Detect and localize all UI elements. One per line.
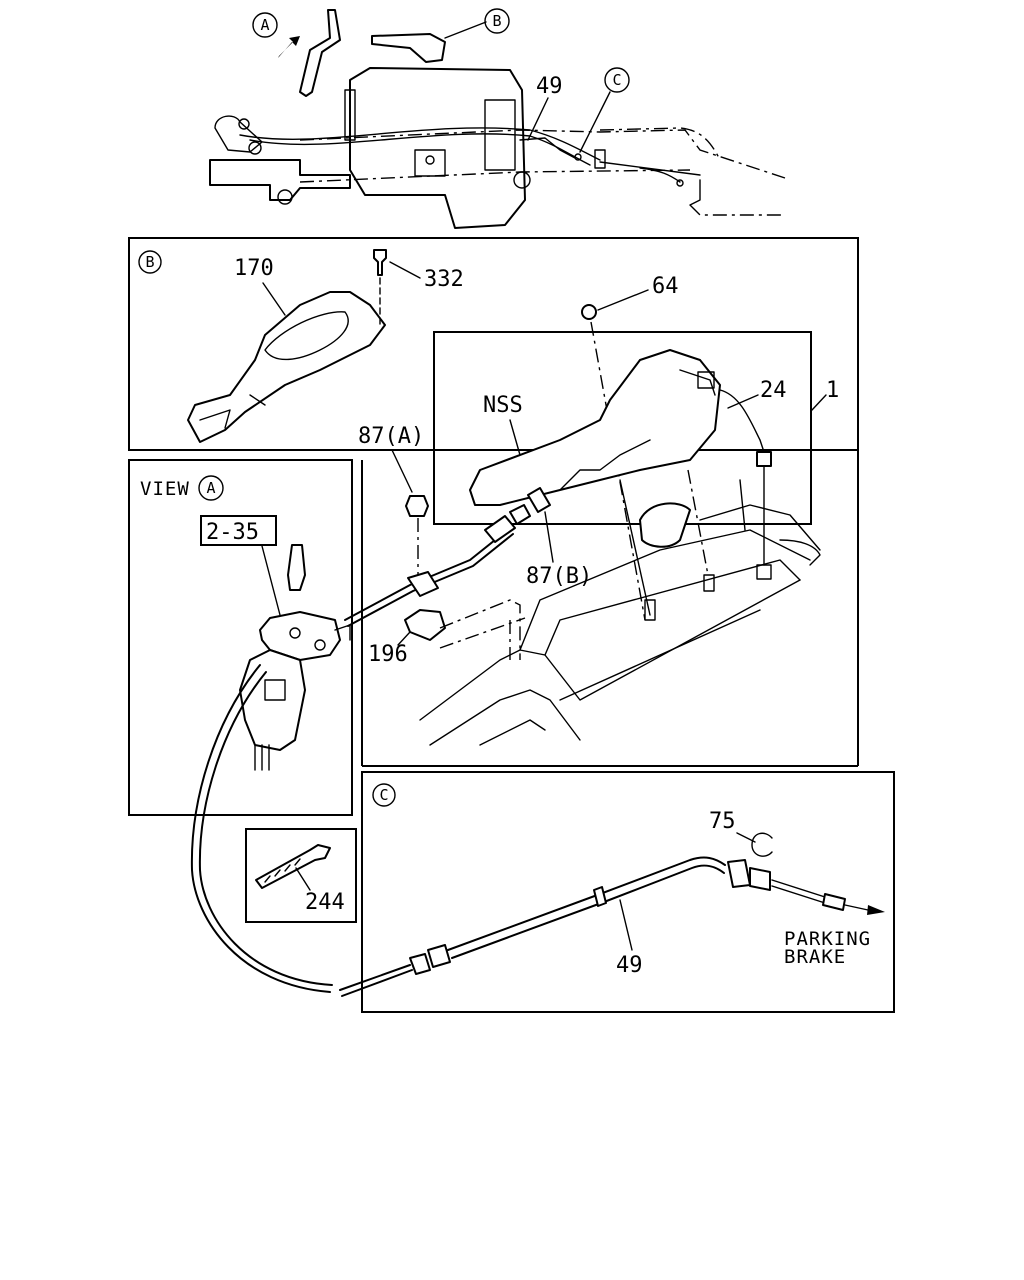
callout-c-top — [604, 67, 630, 93]
panel-b-frame — [128, 237, 859, 451]
nss-console — [469, 349, 772, 506]
label-87a: 87(A) — [358, 424, 424, 449]
label-nss: NSS — [483, 393, 523, 418]
part-244-box — [245, 828, 357, 923]
label-75: 75 — [709, 809, 736, 834]
label-brake: BRAKE — [784, 946, 846, 968]
parking-cable-front — [190, 664, 331, 993]
callout-c-panel — [372, 783, 396, 807]
view-arrow-icon — [278, 36, 300, 58]
label-87b: 87(B) — [526, 564, 592, 589]
part-244-tie — [255, 844, 331, 889]
callout-b-panel-text: B — [145, 253, 154, 271]
part-1-group-box — [433, 331, 812, 525]
part-87a-nut — [405, 495, 429, 517]
arrow-right-icon — [867, 905, 885, 915]
label-view-a: VIEW — [140, 478, 190, 500]
label-196: 196 — [368, 642, 408, 667]
label-244: 244 — [305, 890, 345, 915]
label-170: 170 — [234, 256, 274, 281]
label-2-35: 2-35 — [206, 520, 259, 545]
label-parking: PARKING — [784, 928, 871, 950]
part-332-clip — [373, 249, 387, 326]
part-2-35-box — [200, 515, 277, 546]
label-24: 24 — [760, 378, 787, 403]
lever-stick — [299, 9, 341, 97]
label-49-top: 49 — [536, 74, 563, 99]
boot-seat — [639, 502, 691, 548]
part-75-clip — [751, 832, 773, 857]
part-87b-nut — [527, 487, 551, 513]
panel-c-frame — [361, 771, 895, 1013]
parking-cable-middle — [344, 527, 511, 621]
overview-drawing: A B 4 — [209, 8, 786, 229]
part-170-cover — [187, 291, 386, 443]
callout-b-panel — [138, 250, 162, 274]
cable-sleeve — [427, 944, 451, 968]
cable-end-fitting — [727, 859, 751, 888]
callout-c-top-text: C — [612, 71, 621, 89]
part-196-bracket — [404, 609, 446, 641]
console-top — [371, 33, 446, 63]
callout-c-panel-text: C — [379, 786, 388, 804]
callout-view-a — [198, 475, 224, 501]
transmission-body — [349, 67, 526, 229]
lever-assembly-view-a — [239, 544, 351, 771]
label-64: 64 — [652, 274, 679, 299]
parking-cable-front-inner — [198, 671, 333, 986]
callout-b-top-text: B — [492, 12, 501, 30]
callout-view-a-text: A — [206, 479, 215, 497]
callout-a-top — [252, 12, 278, 38]
floor-tunnel — [419, 466, 821, 746]
frame-left — [209, 159, 351, 201]
parking-cable-rear-a — [339, 964, 411, 991]
callout-a-top-text: A — [260, 16, 269, 34]
label-1: 1 — [826, 378, 839, 403]
label-49-c: 49 — [616, 953, 643, 978]
part-64-nut — [581, 304, 597, 320]
label-332: 332 — [424, 267, 464, 292]
parking-cable-rear-b — [447, 856, 726, 951]
callout-b-top — [484, 8, 510, 34]
cable-clamp — [407, 571, 439, 597]
connector-icon — [756, 451, 772, 467]
panel-view-a-frame — [128, 459, 353, 816]
